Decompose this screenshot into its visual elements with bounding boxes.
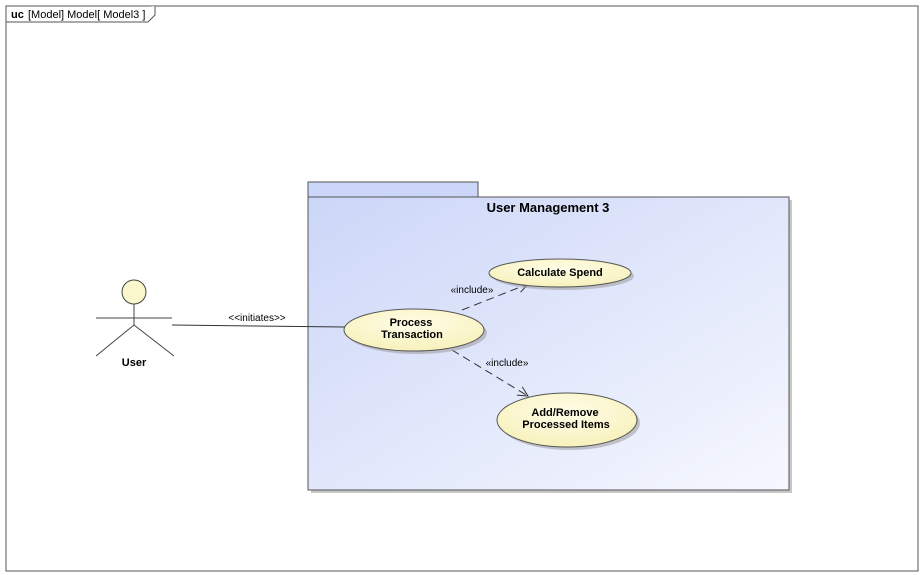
use-case-ellipse [488,258,632,288]
actor-left-leg [95,324,135,357]
include-line-calculate [461,284,528,311]
include-calculate-spend[interactable]: «include» [451,284,528,311]
include-label-addremove: «include» [486,358,529,369]
package-title: User Management 3 [487,200,610,215]
use-case-label: Calculate Spend [517,267,603,279]
include-add-remove[interactable]: «include» [451,349,529,396]
association-line [171,324,346,328]
actor-right-leg [133,324,175,357]
frame-title: [Model] Model[ Model3 ] [28,9,145,21]
use-case-label-line2: Processed Items [522,419,609,431]
use-case-ellipse [343,308,485,352]
include-label-calculate: «include» [451,285,494,296]
use-case-label-line2: Transaction [381,329,443,341]
use-case-calculate-spend[interactable]: Calculate Spend [488,258,634,290]
frame-kind: uc [11,9,24,21]
use-case-ellipse [496,392,638,448]
package-tab [307,181,479,198]
include-line-addremove [451,349,528,396]
actor-head [121,279,147,305]
association-label: <<initiates>> [228,313,285,324]
use-case-process-transaction[interactable]: Process Transaction [343,308,487,354]
association-initiates[interactable]: <<initiates>> [171,313,346,328]
frame-name-tab [6,6,156,23]
use-case-label-line1: Process [390,317,433,329]
actor-user[interactable]: User [95,279,175,369]
use-case-add-remove-items[interactable]: Add/Remove Processed Items [496,392,640,450]
actor-label: User [122,357,147,369]
use-case-label-line1: Add/Remove [531,407,598,419]
